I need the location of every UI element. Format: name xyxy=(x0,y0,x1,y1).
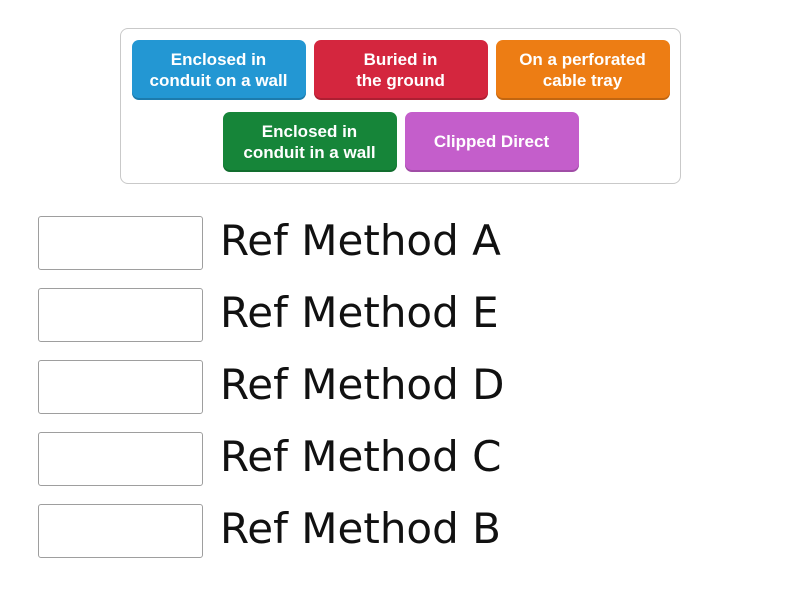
match-rows: Ref Method A Ref Method E Ref Method D R… xyxy=(38,216,504,558)
answer-tray-row-2: Enclosed in conduit in a wall Clipped Di… xyxy=(222,112,579,172)
row-label-ref-method-e: Ref Method E xyxy=(220,288,499,337)
drop-slot-ref-method-c[interactable] xyxy=(38,432,203,486)
row-label-ref-method-a: Ref Method A xyxy=(220,216,501,265)
match-row-ref-method-d: Ref Method D xyxy=(38,360,504,414)
match-row-ref-method-a: Ref Method A xyxy=(38,216,504,270)
chip-buried-in-the-ground[interactable]: Buried in the ground xyxy=(313,40,488,100)
match-row-ref-method-e: Ref Method E xyxy=(38,288,504,342)
chip-clipped-direct[interactable]: Clipped Direct xyxy=(404,112,579,172)
row-label-ref-method-c: Ref Method C xyxy=(220,432,502,481)
row-label-ref-method-b: Ref Method B xyxy=(220,504,501,553)
drop-slot-ref-method-a[interactable] xyxy=(38,216,203,270)
match-row-ref-method-b: Ref Method B xyxy=(38,504,504,558)
row-label-ref-method-d: Ref Method D xyxy=(220,360,505,409)
answer-tray: Enclosed in conduit on a wall Buried in … xyxy=(120,28,681,184)
drop-slot-ref-method-d[interactable] xyxy=(38,360,203,414)
chip-on-a-perforated-cable-tray[interactable]: On a perforated cable tray xyxy=(495,40,670,100)
match-row-ref-method-c: Ref Method C xyxy=(38,432,504,486)
answer-tray-row-1: Enclosed in conduit on a wall Buried in … xyxy=(131,40,670,100)
drop-slot-ref-method-e[interactable] xyxy=(38,288,203,342)
chip-enclosed-in-conduit-on-a-wall[interactable]: Enclosed in conduit on a wall xyxy=(131,40,306,100)
drop-slot-ref-method-b[interactable] xyxy=(38,504,203,558)
chip-enclosed-in-conduit-in-a-wall[interactable]: Enclosed in conduit in a wall xyxy=(222,112,397,172)
